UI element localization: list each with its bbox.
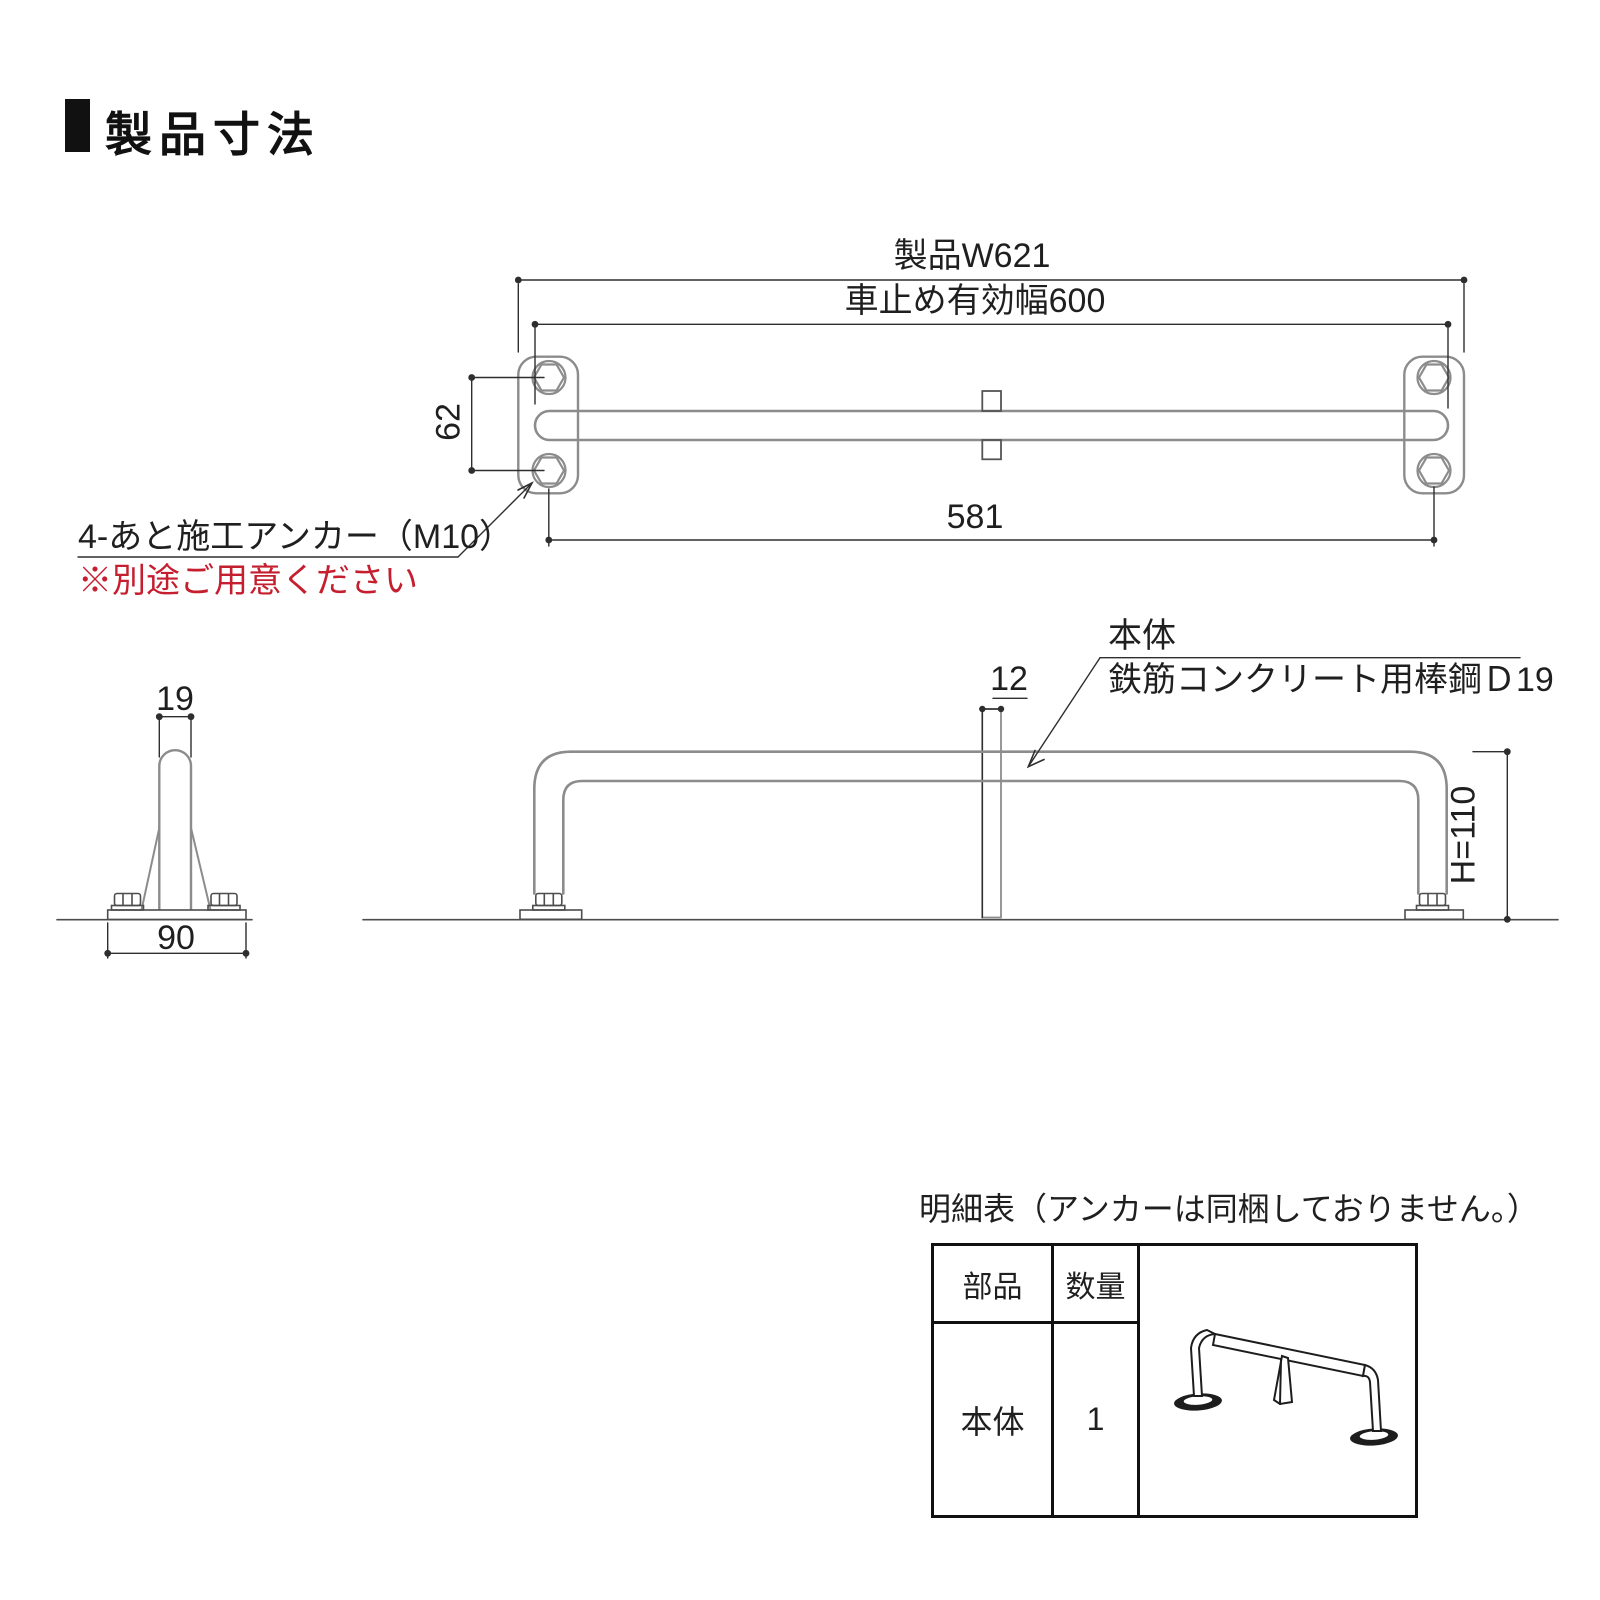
center-tab-plan [981, 390, 1002, 461]
bar-inner [562, 779, 1420, 895]
plan-view [77, 276, 1468, 558]
dim-effective-width-label: 車止め有効幅600 [844, 282, 1106, 320]
anchor-warning-label: ※別途ご用意ください [78, 562, 418, 600]
center-wedge [1272, 1354, 1293, 1405]
page-title: 製品寸法 [105, 108, 321, 161]
material-label: 鉄筋コンクリート用棒鋼Ｄ19 [1108, 661, 1554, 699]
gusset-left [140, 827, 161, 910]
end-dimensions [106, 716, 247, 959]
base-plate-right [1404, 909, 1465, 921]
plan-dimension-dots [468, 276, 1468, 544]
parts-table-image-cell [1140, 1246, 1415, 1515]
dim-product-width-label: 製品W621 [893, 237, 1051, 275]
foot-right [1349, 1427, 1398, 1446]
center-tab-side [981, 708, 1002, 919]
dim-bar-diameter-label: 19 [156, 680, 194, 718]
gusset-right [190, 827, 212, 910]
anchor-nut-icon [1415, 892, 1450, 911]
part-name-cell: 本体 [960, 1403, 1025, 1440]
dim-height-label: H=110 [1444, 785, 1483, 885]
dim-base-width-label: 90 [157, 919, 195, 957]
bar-end-profile [158, 748, 193, 911]
dim-bolt-span-label: 581 [946, 498, 1004, 536]
end-view [56, 713, 253, 959]
dim-bolt-pitch-label: 62 [429, 403, 468, 441]
base-plate-left [519, 909, 583, 921]
bar-plan [533, 409, 1450, 442]
section-marker-bar [65, 99, 90, 152]
side-dimensions [981, 657, 1521, 920]
col-header-qty: 数量 [1054, 1246, 1137, 1324]
body-label: 本体 [1108, 617, 1176, 655]
side-dimension-dots [979, 705, 1511, 923]
parts-table-col-qty: 数量 1 [1054, 1246, 1140, 1515]
base-plate-end [106, 892, 247, 921]
end-dimension-dots [104, 713, 250, 957]
plate-right [1403, 355, 1466, 495]
plan-dimensions [77, 279, 1465, 558]
anchor-nut-icon [110, 892, 145, 911]
dim-tab-width-label: 12 [990, 660, 1028, 698]
anchor-nut-icon [207, 892, 241, 911]
bar-3d [1189, 1328, 1382, 1432]
anchor-note-label: 4-あと施工アンカー（M10） [78, 518, 514, 556]
side-hardware [519, 892, 1465, 921]
anchor-nut-icon [531, 892, 566, 911]
parts-table: 部品 本体 数量 1 [931, 1243, 1418, 1518]
part-qty-cell: 1 [1086, 1401, 1105, 1437]
side-view [362, 657, 1559, 923]
product-isometric-sketch [1173, 1328, 1398, 1446]
hex-bolt-icons [531, 359, 1452, 489]
hex-bolt-icon [1416, 452, 1452, 489]
foot-left [1173, 1392, 1222, 1411]
parts-table-col-part: 部品 本体 [934, 1246, 1054, 1515]
bar-outer [533, 750, 1448, 895]
parts-table-title: 明細表（アンカーは同梱しておりません。） [919, 1191, 1539, 1227]
hex-bolt-icon [1416, 359, 1452, 396]
col-header-part: 部品 [934, 1246, 1051, 1324]
